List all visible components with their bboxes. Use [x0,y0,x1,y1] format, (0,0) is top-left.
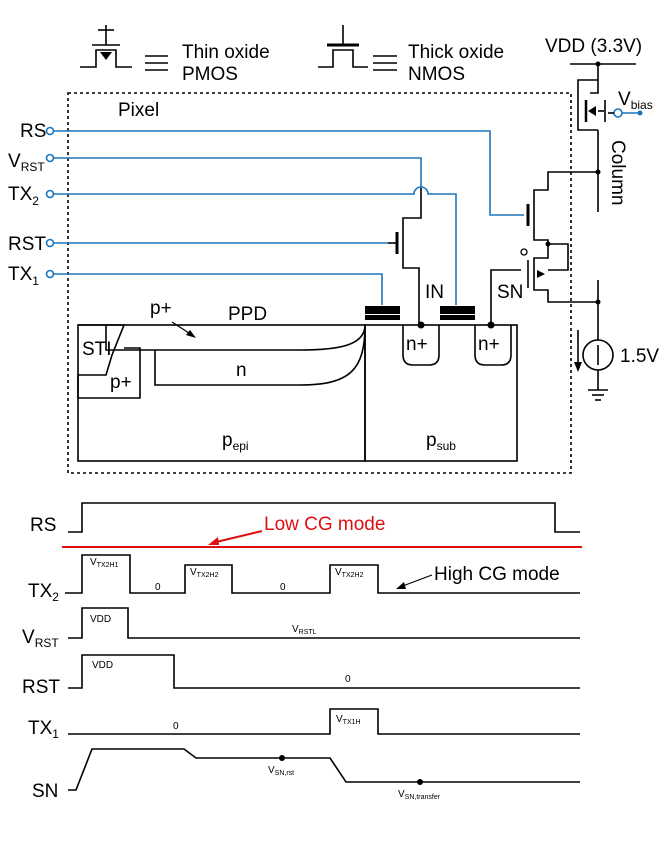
nmos-symbol [318,25,368,68]
reset-transistor [388,188,422,325]
column-label: Column [607,140,628,205]
rs-input-label: RS [20,121,46,142]
rst-input-label: RST [8,234,46,255]
rs-wire [45,126,524,216]
in-node-label: IN [425,282,444,303]
vrst-waveform [68,607,580,639]
ppd-label: PPD [228,304,267,325]
vbias-label: Vbias [618,89,653,112]
p-plus-side-label: p+ [110,372,132,393]
tx2-zero2-label: 0 [280,582,286,593]
timing-tx2-label: TX2 [28,581,59,604]
tx1-high-label: VTX1H [336,714,361,726]
vdd-label: VDD (3.3V) [545,36,642,57]
pmos-label-line1: Thin oxide [182,42,270,63]
nmos-label-line2: NMOS [408,64,465,85]
p-plus-top-label: p+ [150,298,172,319]
vrst-wire [45,153,422,188]
vrst-input-label: VRST [8,151,45,174]
pmos-label-line2: PMOS [182,64,238,85]
tx2-level2-label: VTX2H2 [190,567,219,579]
sti-label: STI [82,339,112,360]
timing-diagram [62,502,582,791]
equivalence-icon [373,55,397,71]
cross-section [77,306,518,462]
timing-rs-label: RS [30,515,56,536]
equivalence-icon [145,55,168,71]
rst-wire [45,238,388,248]
tx2-level1-label: VTX2H1 [90,557,119,569]
pixel-boundary [67,92,572,474]
pepi-label: pepi [222,430,249,453]
vrst-low-label: VRSTL [292,624,317,636]
rst-waveform [68,654,580,689]
high-cg-label: High CG mode [434,564,560,585]
sn-rst-label: VSN,rst [268,765,294,777]
source-follower-transistor [490,241,598,326]
tx2-wire [45,186,457,305]
tx1-low-label: 0 [173,721,179,732]
rs-waveform [68,502,580,533]
source-voltage-label: 1.5V [620,346,659,367]
timing-tx1-label: TX1 [28,718,59,741]
timing-vrst-label: VRST [22,627,59,650]
rst-high-label: VDD [92,660,113,671]
nmos-label-line1: Thick oxide [408,42,504,63]
tx2-waveform [65,554,580,594]
sn-waveform [68,748,580,791]
n-plus-1-label: n+ [406,334,428,355]
rst-low-label: 0 [345,674,351,685]
tx2-input-label: TX2 [8,184,39,208]
sn-transfer-label: VSN,transfer [398,789,441,801]
pixel-title: Pixel [118,100,159,121]
timing-rst-label: RST [22,677,60,698]
tx2-level3-label: VTX2H2 [335,567,364,579]
row-select-transistor [526,171,598,248]
tx2-zero1-label: 0 [155,582,161,593]
low-cg-label: Low CG mode [264,514,385,535]
n-plus-2-label: n+ [478,334,500,355]
psub-label: psub [426,430,456,453]
vbias-terminal-icon[interactable] [613,108,623,118]
tx1-wire [45,269,383,305]
timing-sn-label: SN [32,781,58,802]
vrst-high-label: VDD [90,614,111,625]
sn-node-label: SN [497,282,523,303]
n-label: n [236,360,247,381]
tx1-waveform [68,708,580,735]
tx1-input-label: TX1 [8,264,39,288]
pmos-symbol [80,25,132,68]
